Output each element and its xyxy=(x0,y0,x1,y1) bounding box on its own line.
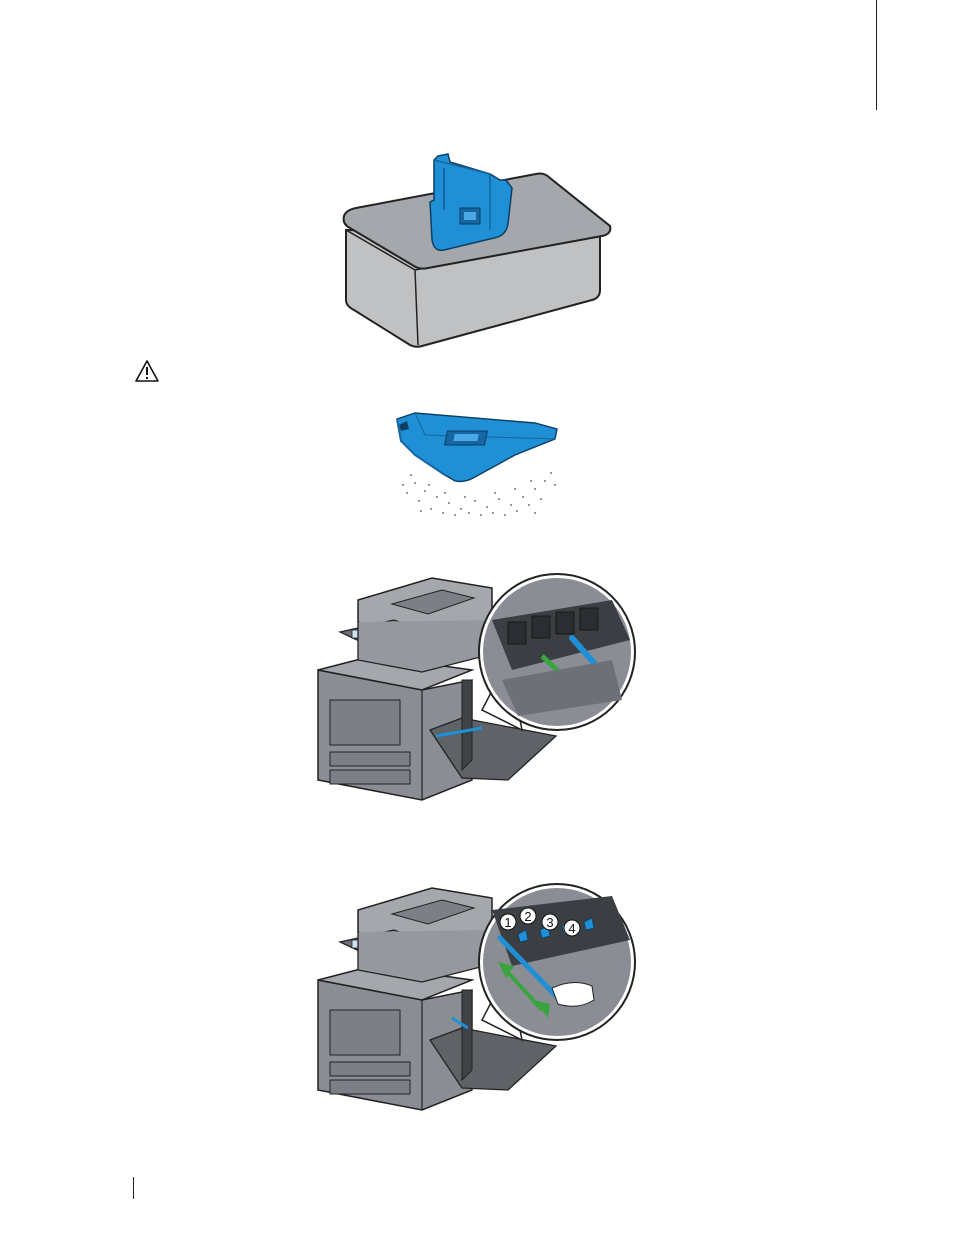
warning-triangle-icon xyxy=(134,359,160,383)
cleaning-hole-number-1: 1 xyxy=(504,915,511,930)
cleaning-hole-number-3: 3 xyxy=(546,915,553,930)
page-edge-rule-bottom xyxy=(133,1177,134,1199)
printer-clean-print-head-illustration: 1 2 3 4 xyxy=(312,870,642,1115)
printer-remove-cleaning-rod-illustration xyxy=(312,560,642,805)
cleaning-hole-number-2: 2 xyxy=(524,909,531,924)
page-edge-rule-top xyxy=(876,0,877,110)
cleaning-hole-number-4: 4 xyxy=(568,921,575,936)
waste-toner-box-spill-illustration xyxy=(385,405,565,520)
waste-toner-box-on-surface-illustration xyxy=(330,150,630,350)
